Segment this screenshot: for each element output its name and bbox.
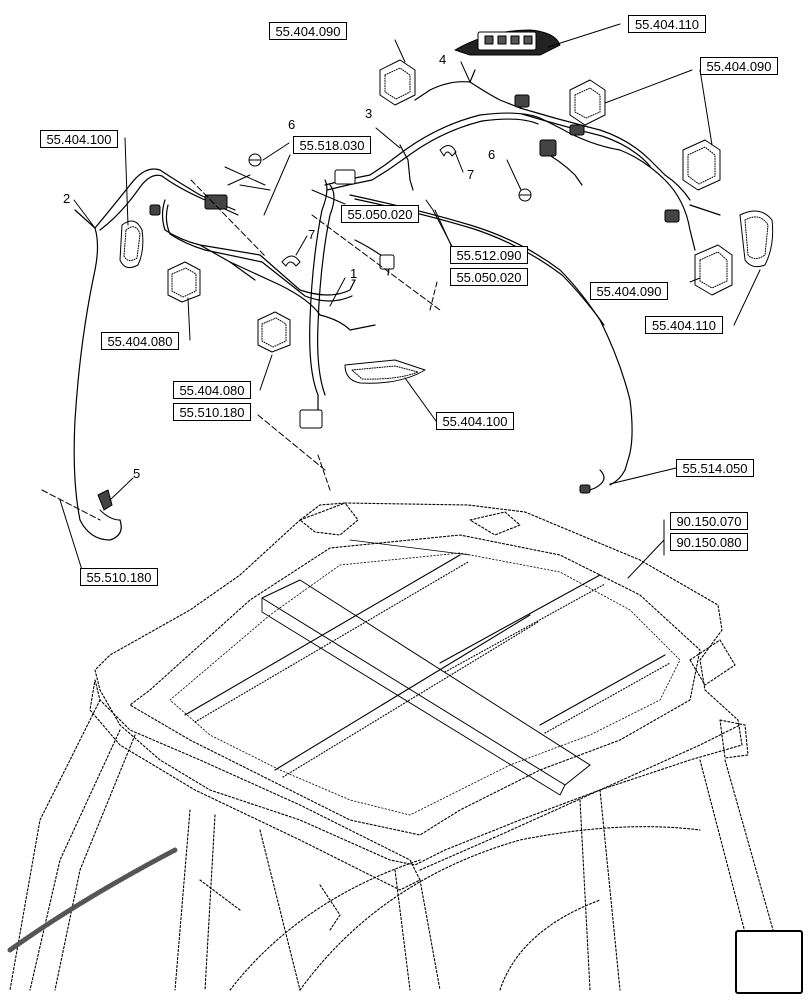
- callout-item-7-left: 7: [308, 227, 316, 242]
- ref-label-55-404-090-lower-right[interactable]: 55.404.090: [590, 282, 668, 300]
- callout-item-6-left: 6: [288, 117, 296, 132]
- callout-item-4: 4: [439, 52, 447, 67]
- ref-label-55-404-080-center[interactable]: 55.404.080: [173, 381, 251, 399]
- ref-label-55-050-020-right[interactable]: 55.050.020: [450, 268, 528, 286]
- ref-label-55-404-110-right[interactable]: 55.404.110: [645, 316, 723, 334]
- ref-label-55-050-020-center[interactable]: 55.050.020: [341, 205, 419, 223]
- callout-item-1: 1: [350, 266, 358, 281]
- side-seal-strip: [7, 847, 178, 953]
- callout-item-5: 5: [133, 466, 141, 481]
- cab-pillars: [9, 699, 791, 991]
- ref-label-55-404-090-top-left[interactable]: 55.404.090: [269, 22, 347, 40]
- ref-label-55-514-050[interactable]: 55.514.050: [676, 459, 754, 477]
- callout-item-7-right: 7: [467, 167, 475, 182]
- components: [97, 29, 774, 521]
- ref-label-90-150-080[interactable]: 90.150.080: [670, 533, 748, 551]
- harness-wires: [73, 69, 721, 541]
- callout-item-2: 2: [63, 191, 71, 206]
- ref-label-55-404-100-left[interactable]: 55.404.100: [40, 130, 118, 148]
- ref-label-90-150-070[interactable]: 90.150.070: [670, 512, 748, 530]
- next-page-button[interactable]: [735, 930, 803, 994]
- ref-label-55-510-180-left[interactable]: 55.510.180: [80, 568, 158, 586]
- ref-label-55-404-110-top[interactable]: 55.404.110: [628, 15, 706, 33]
- ref-label-55-510-180-center[interactable]: 55.510.180: [173, 403, 251, 421]
- ref-label-55-512-090[interactable]: 55.512.090: [450, 246, 528, 264]
- ref-label-55-518-030[interactable]: 55.518.030: [293, 136, 371, 154]
- leader-lines: [41, 23, 761, 579]
- callout-item-3: 3: [365, 106, 373, 121]
- ref-label-55-404-080-left[interactable]: 55.404.080: [101, 332, 179, 350]
- cab-roof: [89, 502, 749, 891]
- ref-label-55-404-100-center[interactable]: 55.404.100: [436, 412, 514, 430]
- ref-label-55-404-090-top-right[interactable]: 55.404.090: [700, 57, 778, 75]
- callout-item-6-right: 6: [488, 147, 496, 162]
